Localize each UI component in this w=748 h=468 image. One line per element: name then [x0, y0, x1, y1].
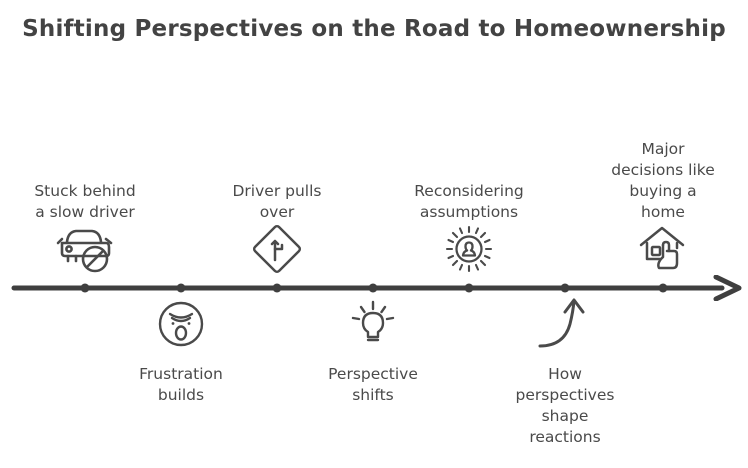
page-title: Shifting Perspectives on the Road to Hom… — [22, 16, 726, 42]
timeline-dot — [272, 283, 282, 293]
milestone-4-perspective-shifts: Perspective shifts — [298, 298, 448, 458]
timeline-dot — [464, 283, 474, 293]
milestone-1-stuck-behind-slow-driver: Stuck behind a slow driver — [10, 110, 160, 275]
person-insight-radiating-icon — [394, 223, 544, 275]
milestone-6-label: How perspectives shape reactions — [515, 365, 615, 446]
timeline-dot — [560, 283, 570, 293]
milestone-7-label: Major decisions like buying a home — [611, 140, 715, 221]
milestone-6-how-perspectives-shape-reactions: How perspectives shape reactions — [490, 296, 640, 466]
milestone-4-label: Perspective shifts — [328, 365, 418, 404]
curved-up-arrow-icon — [490, 296, 640, 354]
milestone-3-label: Driver pulls over — [232, 182, 322, 221]
milestone-2-label: Frustration builds — [139, 365, 223, 404]
timeline-axis — [0, 275, 748, 301]
milestone-7-major-decisions-buying-home: Major decisions like buying a home — [588, 110, 738, 275]
timeline-dot — [176, 283, 186, 293]
frustrated-face-icon — [106, 298, 256, 350]
milestone-2-frustration-builds: Frustration builds — [106, 298, 256, 458]
timeline-arrowhead — [713, 275, 742, 301]
timeline-dot — [368, 283, 378, 293]
car-no-entry-icon — [10, 223, 160, 275]
milestone-3-driver-pulls-over: Driver pulls over — [202, 110, 352, 275]
milestone-5-reconsidering-assumptions: Reconsidering assumptions — [394, 110, 544, 275]
lightbulb-idea-icon — [298, 298, 448, 350]
house-hand-pointer-icon — [588, 223, 738, 275]
timeline-dot — [658, 283, 668, 293]
milestone-1-label: Stuck behind a slow driver — [34, 182, 136, 221]
milestone-5-label: Reconsidering assumptions — [414, 182, 524, 221]
road-sign-diamond-icon — [202, 223, 352, 275]
timeline-dot — [80, 283, 90, 293]
